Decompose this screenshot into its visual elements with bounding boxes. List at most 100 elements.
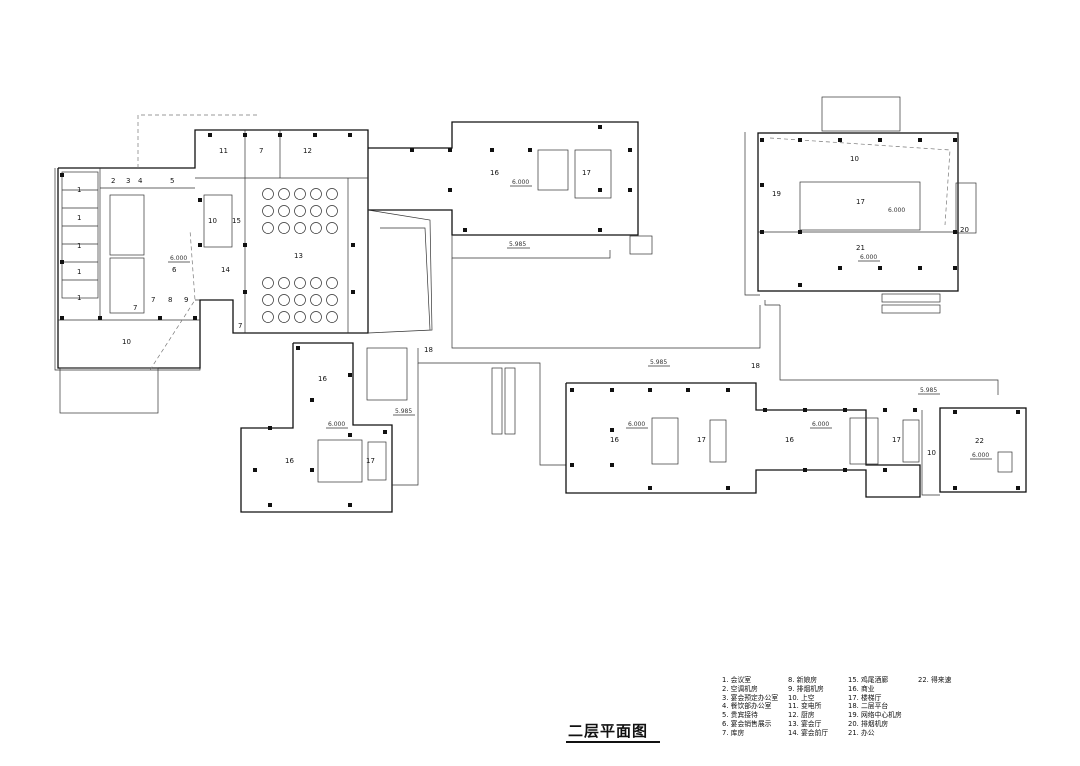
conference-seating <box>61 171 99 299</box>
structural-column <box>60 173 64 177</box>
structural-column <box>878 266 882 270</box>
elevation-mark: 6.000 <box>972 452 989 459</box>
banquet-table <box>278 205 290 217</box>
legend-item: 5. 贵宾接待 <box>722 711 758 720</box>
banquet-table <box>262 205 274 217</box>
structural-column <box>953 138 957 142</box>
structural-column <box>953 230 957 234</box>
structural-column <box>410 148 414 152</box>
room-label-19: 19 <box>772 190 781 198</box>
structural-column <box>348 133 352 137</box>
legend-column-3: 15. 鸡尾酒廊 16. 商业 17. 楼梯厅 18. 二层平台 19. 网络中… <box>848 676 902 738</box>
structural-column <box>913 408 917 412</box>
legend-item: 1. 会议室 <box>722 676 752 684</box>
room-label-18: 18 <box>424 346 433 354</box>
structural-column <box>648 388 652 392</box>
room-label-3: 3 <box>126 177 130 185</box>
banquet-table <box>310 188 322 200</box>
structural-column <box>803 408 807 412</box>
room-label-13: 13 <box>294 252 303 260</box>
room-label-17: 17 <box>697 436 706 444</box>
structural-column <box>726 486 730 490</box>
legend-item: 18. 二层平台 <box>848 702 889 711</box>
banquet-table <box>278 277 290 289</box>
room-label-9: 9 <box>184 296 188 304</box>
structural-column <box>726 388 730 392</box>
elevation-marks: 6.000 6.000 5.985 5.985 6.000 5.985 6.00… <box>168 179 992 460</box>
structural-column <box>878 138 882 142</box>
banquet-table <box>278 311 290 323</box>
room-label-1: 1 <box>77 214 81 222</box>
title-underline <box>566 741 660 743</box>
escalator-south <box>491 367 516 435</box>
room-label-22: 22 <box>975 437 984 445</box>
structural-column <box>253 468 257 472</box>
structural-column <box>490 148 494 152</box>
structural-column <box>798 230 802 234</box>
structural-column <box>953 486 957 490</box>
structural-column <box>243 290 247 294</box>
room-label-1: 1 <box>77 186 81 194</box>
structural-column <box>463 228 467 232</box>
room-label-10: 10 <box>208 217 217 225</box>
structural-column <box>760 183 764 187</box>
structural-column <box>598 125 602 129</box>
banquet-table <box>326 205 338 217</box>
room-label-2: 2 <box>111 177 115 185</box>
structural-columns <box>60 125 1020 507</box>
elevation-mark: 6.000 <box>812 421 829 428</box>
banquet-table <box>294 294 306 306</box>
room-label-10: 10 <box>122 338 131 346</box>
structural-column <box>383 430 387 434</box>
room-label-16: 16 <box>285 457 294 465</box>
bridge-platform <box>366 209 999 466</box>
legend-item: 8. 新娘房 <box>788 676 818 684</box>
room-label-7: 7 <box>151 296 155 304</box>
banquet-table <box>262 277 274 289</box>
structural-column <box>610 463 614 467</box>
structural-column <box>448 188 452 192</box>
structural-column <box>843 468 847 472</box>
banquet-table <box>326 311 338 323</box>
room-label-11: 11 <box>219 147 228 155</box>
legend-item: 3. 宴会预定办公室 <box>722 693 779 702</box>
banquet-table <box>294 277 306 289</box>
elevation-mark: 5.985 <box>920 387 937 394</box>
banquet-table <box>262 188 274 200</box>
legend-item: 9. 排烟机房 <box>788 684 824 693</box>
structural-column <box>310 398 314 402</box>
structural-column <box>838 138 842 142</box>
structural-column <box>843 408 847 412</box>
structural-column <box>351 290 355 294</box>
structural-column <box>610 388 614 392</box>
structural-column <box>628 188 632 192</box>
structural-column <box>953 410 957 414</box>
structural-column <box>918 266 922 270</box>
legend-item: 10. 上空 <box>788 693 815 702</box>
banquet-table <box>278 222 290 234</box>
structural-column <box>1016 410 1020 414</box>
room-label-4: 4 <box>138 177 143 185</box>
legend-item: 4. 餐饮部办公室 <box>722 702 772 711</box>
banquet-table <box>294 311 306 323</box>
structural-column <box>598 228 602 232</box>
room-label-8: 8 <box>168 296 172 304</box>
room-label-10: 10 <box>850 155 859 163</box>
structural-column <box>278 133 282 137</box>
banquet-tables <box>262 188 338 323</box>
legend-column-4: 22. 得来速 <box>918 676 951 685</box>
legend-column-2: 8. 新娘房 9. 排烟机房 10. 上空 11. 变电所 12. 厨房 13.… <box>788 676 828 738</box>
legend-item: 14. 宴会前厅 <box>788 728 829 737</box>
room-label-20: 20 <box>960 226 969 234</box>
legend-item: 13. 宴会厅 <box>788 719 822 728</box>
structural-column <box>348 503 352 507</box>
banquet-table <box>262 222 274 234</box>
banquet-table <box>310 294 322 306</box>
north-retail-block <box>368 121 653 259</box>
banquet-table <box>310 205 322 217</box>
structural-column <box>803 468 807 472</box>
legend-item: 11. 变电所 <box>788 702 822 711</box>
room-label-16: 16 <box>785 436 794 444</box>
legend-item: 16. 商业 <box>848 684 875 693</box>
structural-column <box>313 133 317 137</box>
